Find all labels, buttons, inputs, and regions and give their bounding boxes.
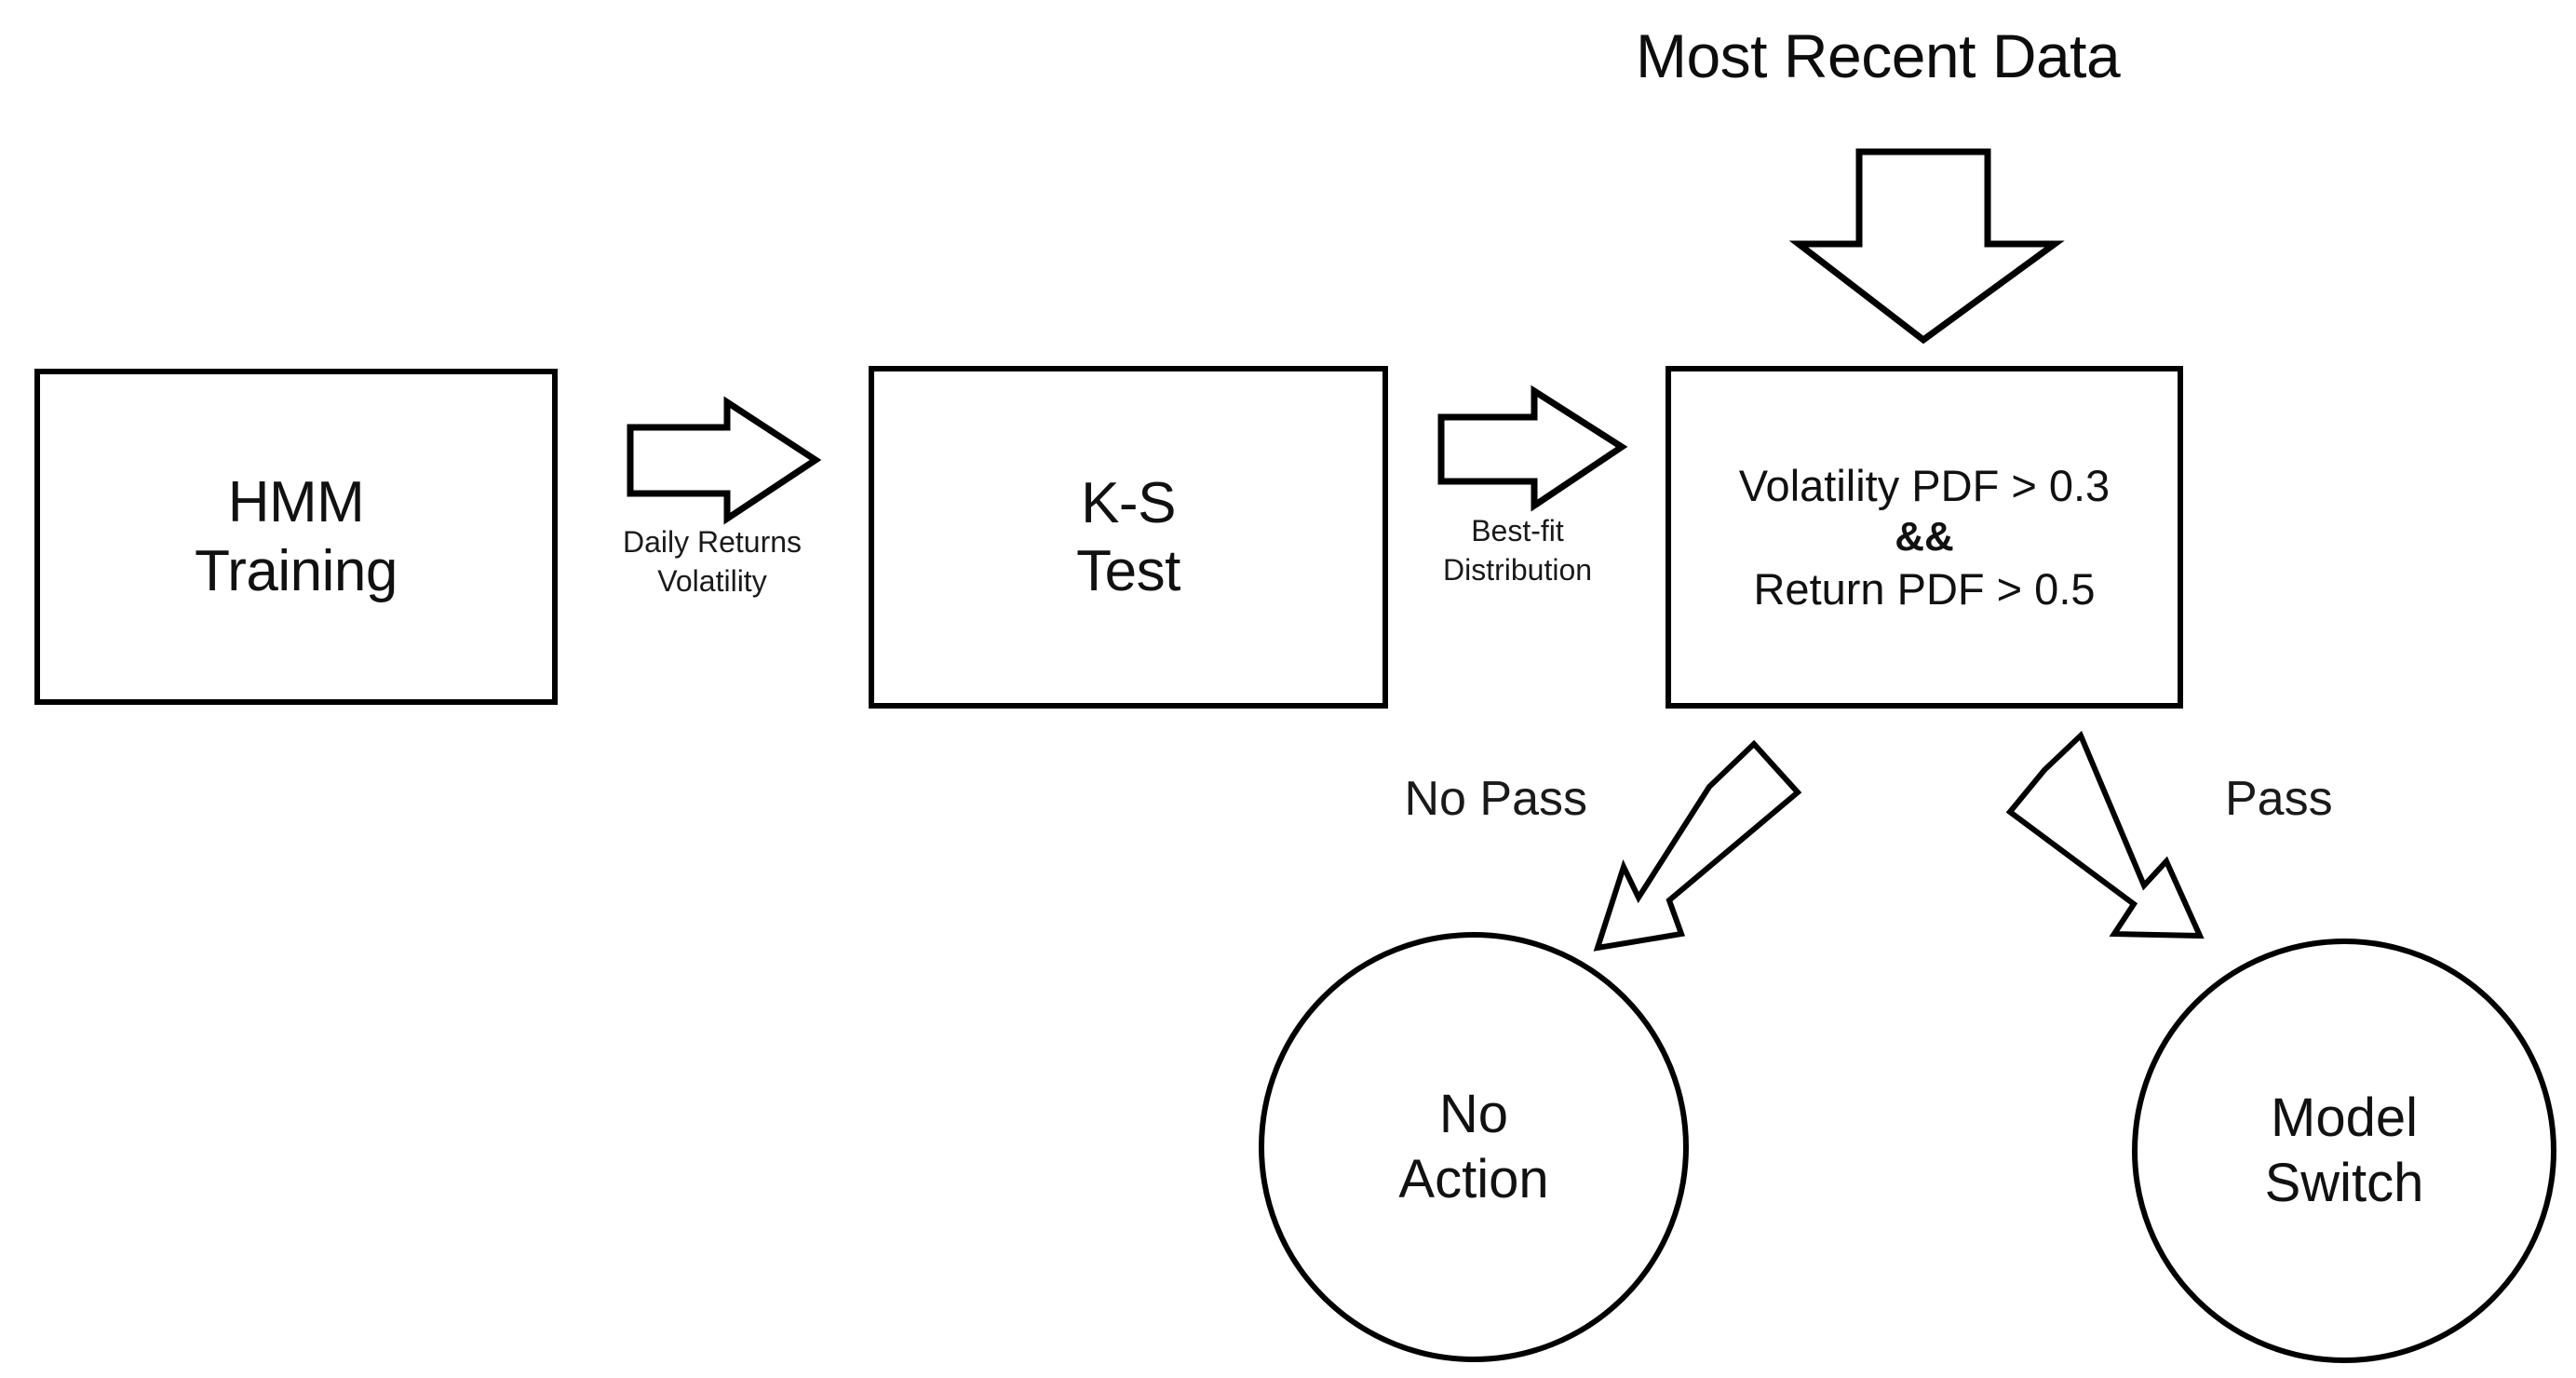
arrow-down-right-icon-pass (2005, 730, 2205, 939)
arrow-down-icon-most-recent-data (1788, 148, 2065, 344)
node-box-threshold-check[interactable] (1666, 366, 2183, 709)
arrow-right-icon-hmm-to-ks (627, 396, 822, 525)
node-circle-model-switch[interactable] (2132, 939, 2556, 1363)
node-circle-no-action[interactable] (1259, 932, 1689, 1362)
node-box-ks-test[interactable] (869, 366, 1388, 709)
node-box-hmm-training[interactable] (34, 369, 558, 705)
arrow-right-icon-ks-to-threshold (1437, 385, 1628, 512)
arrow-down-left-icon-no-pass (1593, 739, 1802, 952)
